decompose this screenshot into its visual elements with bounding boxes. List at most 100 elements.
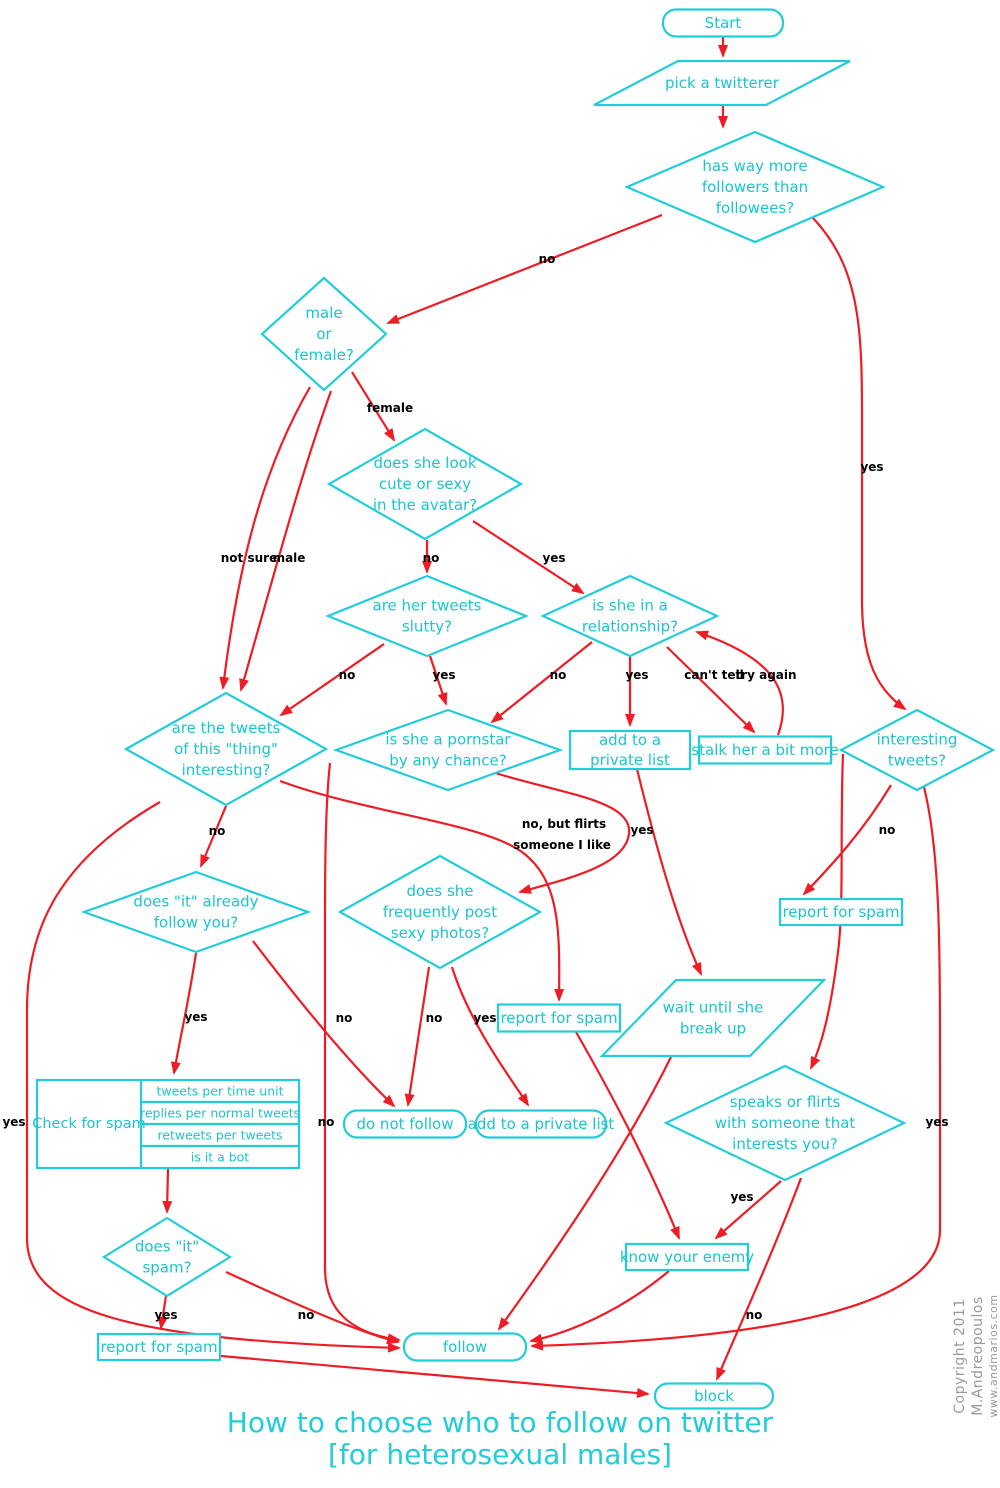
flow-arrow-15	[695, 630, 784, 736]
node-block-label: block	[694, 1387, 734, 1405]
node-stalk-her-label: stalk her a bit more	[691, 741, 838, 759]
edge-label-11: yes	[625, 668, 648, 682]
node-is-she-a-pornstar-label: by any chance?	[389, 752, 506, 770]
node-cute-or-sexy-avatar-label: in the avatar?	[373, 496, 477, 514]
node-wait-break-up-label: break up	[680, 1020, 746, 1038]
edge-label-5: male	[273, 551, 306, 565]
node-stalk-her: stalk her a bit more	[691, 735, 839, 765]
node-check-for-spam-table-row: replies per normal tweets	[140, 1106, 300, 1121]
flow-arrow-24	[404, 966, 431, 1107]
edge-label-17: no	[879, 823, 896, 837]
node-thing-tweets-interesting-label: are the tweets	[172, 719, 281, 737]
edge-label-10: no	[550, 668, 567, 682]
edge-label-2: yes	[860, 460, 883, 474]
edge-label-16: yes	[630, 823, 653, 837]
edge-label-15: someone I like	[513, 838, 611, 852]
copyright-line2: www.andmarios.com	[987, 1294, 1000, 1418]
node-tweets-slutty-label: slutty?	[402, 618, 452, 636]
edge-label-20: no	[336, 1011, 353, 1025]
node-tweets-slutty: are her tweets slutty?	[325, 574, 529, 658]
node-male-or-female-label: or	[316, 325, 332, 343]
node-is-she-a-pornstar: is she a pornstar by any chance?	[332, 708, 564, 792]
node-tweets-slutty-label: are her tweets	[373, 597, 482, 615]
node-does-it-follow-you-label: does "it" already	[133, 893, 258, 911]
flow-arrow-32	[809, 753, 845, 1070]
node-start-label: Start	[705, 14, 742, 32]
node-has-more-followers-label: has way more	[702, 157, 807, 175]
node-wait-break-up-label: wait until she	[663, 999, 764, 1017]
flow-arrow-34	[497, 1056, 672, 1331]
node-does-it-spam-label: spam?	[142, 1259, 191, 1277]
flow-arrow-9	[472, 520, 585, 595]
edge-label-23: yes	[2, 1115, 25, 1129]
node-is-she-a-pornstar-label: is she a pornstar	[385, 731, 511, 749]
node-check-for-spam-table-row: retweets per tweets	[157, 1128, 282, 1143]
flow-arrow-29	[220, 1354, 650, 1399]
copyright-note: Copyright 2011 M.Andreopoulos www.andmar…	[952, 1250, 1000, 1462]
flow-arrow-6	[219, 386, 311, 690]
node-cute-or-sexy-avatar-label: does she look	[373, 454, 476, 472]
node-know-your-enemy: know your enemy	[620, 1242, 754, 1272]
edge-label-12: can't tell	[684, 668, 743, 682]
flow-arrow-14	[666, 646, 756, 734]
node-has-more-followers-label: followers than	[702, 178, 808, 196]
edge-label-24: no	[318, 1115, 335, 1129]
flow-arrow-4	[812, 217, 907, 711]
node-report-spam-mid: report for spam	[496, 1003, 622, 1033]
node-follow-label: follow	[443, 1338, 487, 1356]
node-add-private-list-2-label: add to a private list	[468, 1115, 615, 1133]
node-block: block	[653, 1382, 775, 1410]
node-pick-a-twitterer-label: pick a twitterer	[665, 74, 780, 92]
edge-label-29: no	[746, 1308, 763, 1322]
flow-arrow-33	[575, 1031, 681, 1240]
flow-arrow-28	[225, 1271, 400, 1345]
flow-arrow-36	[715, 1177, 803, 1381]
edge-label-1: no	[539, 252, 556, 266]
node-follow: follow	[402, 1332, 528, 1362]
node-add-private-list-1-label: add to a	[599, 731, 661, 749]
node-male-or-female-label: male	[305, 304, 342, 322]
edge-label-21: no	[426, 1011, 443, 1025]
flow-arrow-21	[199, 805, 228, 868]
flow-arrow-25	[450, 966, 530, 1107]
flow-arrow-35	[714, 1180, 782, 1240]
diagram-title-line2: [for heterosexual males]	[328, 1438, 672, 1471]
diagram-title-line1: How to choose who to follow on twitter	[226, 1406, 774, 1439]
flow-arrow-26	[162, 1168, 173, 1214]
copyright-line1: Copyright 2011 M.Andreopoulos	[952, 1296, 986, 1416]
flow-arrow-3	[386, 213, 663, 325]
node-interesting-tweets-label: tweets?	[888, 752, 946, 770]
node-frequent-sexy-photos-label: frequently post	[383, 903, 497, 921]
node-in-a-relationship-label: is she in a	[592, 597, 668, 615]
edge-label-3: female	[367, 401, 413, 415]
flow-arrow-11	[428, 655, 448, 706]
edge-label-4: not sure	[221, 551, 277, 565]
edge-label-25: yes	[925, 1115, 948, 1129]
node-check-for-spam-table-row: tweets per time unit	[156, 1084, 283, 1099]
flow-arrow-22	[170, 952, 198, 1075]
node-wait-break-up: wait until she break up	[599, 978, 827, 1058]
node-speaks-or-flirts-label: interests you?	[732, 1135, 838, 1153]
flow-arrow-7	[239, 390, 333, 692]
edge-label-7: yes	[542, 551, 565, 565]
node-add-private-list-1-label: private list	[590, 751, 670, 769]
edge-label-9: yes	[432, 668, 455, 682]
node-speaks-or-flirts-label: with someone that	[715, 1114, 856, 1132]
node-report-spam-bl: report for spam	[96, 1332, 222, 1362]
edge-label-8: no	[339, 668, 356, 682]
flow-arrow-31	[530, 786, 942, 1351]
flow-arrow-16	[635, 768, 703, 976]
node-cute-or-sexy-avatar-label: cute or sexy	[379, 475, 471, 493]
node-pick-a-twitterer: pick a twitterer	[593, 59, 851, 107]
edge-label-14: no, but flirts	[522, 817, 606, 831]
node-report-spam-bl-label: report for spam	[100, 1338, 217, 1356]
flow-arrow-5	[351, 371, 396, 442]
edge-label-13: try again	[735, 668, 796, 682]
node-check-for-spam-table-row: is it a bot	[191, 1150, 250, 1165]
node-report-spam-right: report for spam	[778, 897, 904, 927]
